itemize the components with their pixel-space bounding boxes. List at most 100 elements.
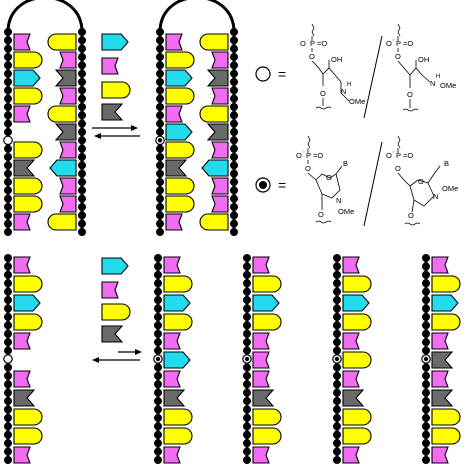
magenta-unit bbox=[211, 195, 229, 213]
yellow-unit bbox=[13, 51, 43, 69]
backbone-node bbox=[230, 103, 238, 111]
svg-text:O: O bbox=[407, 90, 413, 99]
top-equilibrium-arrows bbox=[92, 125, 140, 139]
backbone-node bbox=[230, 144, 238, 153]
backbone-node bbox=[78, 169, 86, 178]
yellow-unit bbox=[431, 408, 461, 426]
svg-text:O⁻: O⁻ bbox=[296, 151, 305, 160]
cyan-unit bbox=[163, 294, 191, 312]
backbone-node bbox=[333, 329, 341, 338]
backbone-node bbox=[422, 422, 430, 431]
backbone-node bbox=[156, 211, 164, 220]
backbone-node bbox=[230, 78, 238, 86]
backbone-node bbox=[422, 270, 430, 279]
yellow-unit bbox=[342, 408, 372, 426]
backbone-node bbox=[154, 312, 162, 321]
svg-text:O: O bbox=[408, 211, 414, 220]
gray-unit bbox=[101, 325, 124, 343]
gray-unit bbox=[252, 389, 275, 407]
cyan-unit bbox=[163, 351, 191, 369]
backbone-node bbox=[230, 94, 238, 103]
backbone-node bbox=[154, 338, 162, 347]
yellow-unit bbox=[13, 87, 43, 105]
backbone-node bbox=[4, 304, 12, 313]
svg-text:N: N bbox=[433, 192, 438, 201]
yellow-unit bbox=[47, 33, 77, 51]
backbone-node bbox=[333, 346, 341, 355]
backbone-node bbox=[230, 219, 238, 228]
backbone-node bbox=[78, 161, 86, 170]
yellow-unit bbox=[252, 427, 282, 445]
svg-text:O: O bbox=[395, 52, 401, 61]
legend-equals-closed: = bbox=[278, 177, 286, 193]
backbone-node bbox=[154, 430, 162, 439]
backbone-node bbox=[156, 94, 164, 103]
backbone-node bbox=[4, 363, 12, 372]
backbone-node bbox=[243, 296, 251, 305]
magenta-unit bbox=[342, 370, 360, 388]
yellow-unit bbox=[252, 275, 282, 293]
legend-divider-bottom bbox=[363, 141, 383, 227]
magenta-unit bbox=[13, 33, 31, 51]
backbone-node bbox=[154, 262, 162, 271]
svg-text:O: O bbox=[309, 52, 315, 61]
svg-text:O: O bbox=[318, 210, 324, 219]
magenta-unit bbox=[211, 51, 229, 69]
svg-text:O⁻: O⁻ bbox=[386, 39, 395, 48]
backbone-node bbox=[243, 405, 251, 414]
backbone-node bbox=[78, 203, 86, 211]
backbone-node bbox=[4, 69, 12, 78]
gray-unit bbox=[165, 159, 188, 177]
yellow-unit bbox=[163, 427, 193, 445]
gray-unit bbox=[431, 351, 454, 369]
yellow-unit bbox=[342, 351, 372, 369]
magenta-unit bbox=[101, 57, 119, 75]
backbone-node bbox=[156, 228, 164, 236]
cyan-unit bbox=[49, 159, 77, 177]
bottom-product-strands bbox=[153, 254, 461, 464]
backbone-node bbox=[156, 61, 164, 70]
svg-text:O: O bbox=[305, 164, 311, 173]
backbone-node bbox=[156, 144, 164, 153]
backbone-node bbox=[333, 304, 341, 313]
structure-open-left: O⁻ P =O O OH N H OMe O bbox=[300, 23, 365, 110]
backbone-node bbox=[333, 312, 341, 321]
magenta-unit bbox=[163, 332, 181, 350]
backbone-node bbox=[333, 456, 341, 464]
magenta-unit bbox=[13, 370, 31, 388]
backbone-node bbox=[333, 405, 341, 414]
magenta-unit bbox=[342, 446, 360, 464]
backbone-node bbox=[156, 153, 164, 161]
magenta-unit bbox=[59, 177, 77, 195]
svg-text:P: P bbox=[310, 39, 315, 48]
svg-text:N: N bbox=[336, 196, 341, 205]
backbone-node bbox=[154, 270, 162, 279]
backbone-node bbox=[422, 413, 430, 422]
backbone-node bbox=[230, 36, 238, 45]
backbone-node bbox=[230, 61, 238, 70]
backbone-node bbox=[4, 103, 12, 111]
legend-closed-circle: = bbox=[255, 177, 286, 193]
backbone-node bbox=[78, 86, 86, 95]
closed-linker-core bbox=[244, 356, 250, 362]
backbone-node bbox=[154, 329, 162, 338]
backbone-node bbox=[156, 194, 164, 203]
backbone-node bbox=[333, 254, 341, 262]
yellow-unit bbox=[163, 408, 193, 426]
backbone-node bbox=[4, 94, 12, 103]
svg-text:OH: OH bbox=[331, 55, 342, 64]
closed-linker-core bbox=[423, 356, 429, 362]
svg-text:=O: =O bbox=[403, 39, 413, 48]
magenta-unit bbox=[252, 370, 270, 388]
backbone-node bbox=[4, 397, 12, 406]
backbone-node bbox=[422, 363, 430, 372]
magenta-unit bbox=[431, 446, 449, 464]
yellow-unit bbox=[252, 313, 282, 331]
magenta-unit bbox=[13, 332, 31, 350]
yellow-unit bbox=[165, 51, 195, 69]
backbone-node bbox=[4, 44, 12, 53]
yellow-unit bbox=[163, 313, 193, 331]
cyan-unit bbox=[13, 69, 41, 87]
backbone-node bbox=[78, 44, 86, 53]
backbone-node bbox=[243, 279, 251, 288]
